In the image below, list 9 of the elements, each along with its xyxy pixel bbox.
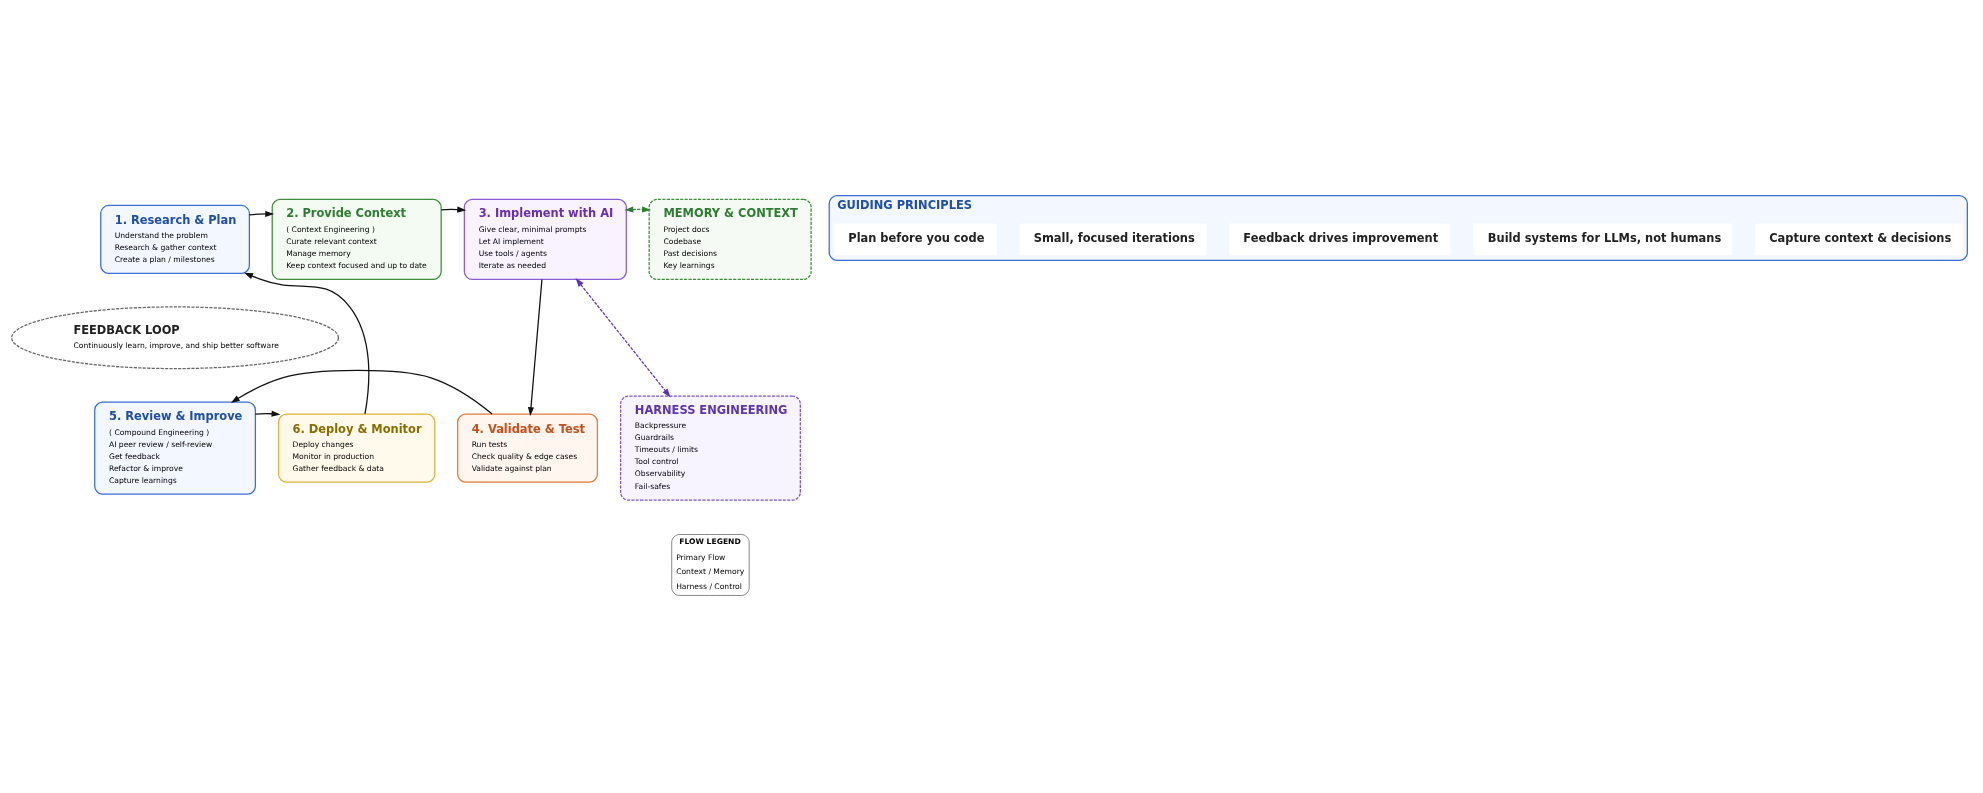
node-box: Plan before you code <box>833 223 997 256</box>
node-box: Capture context & decisions <box>1754 223 1963 256</box>
arrow <box>230 369 493 415</box>
arrow <box>623 206 651 213</box>
arrow <box>575 278 671 398</box>
arrow <box>248 210 274 218</box>
arrow <box>243 272 369 415</box>
arrow <box>527 278 543 417</box>
arrow <box>254 410 280 417</box>
